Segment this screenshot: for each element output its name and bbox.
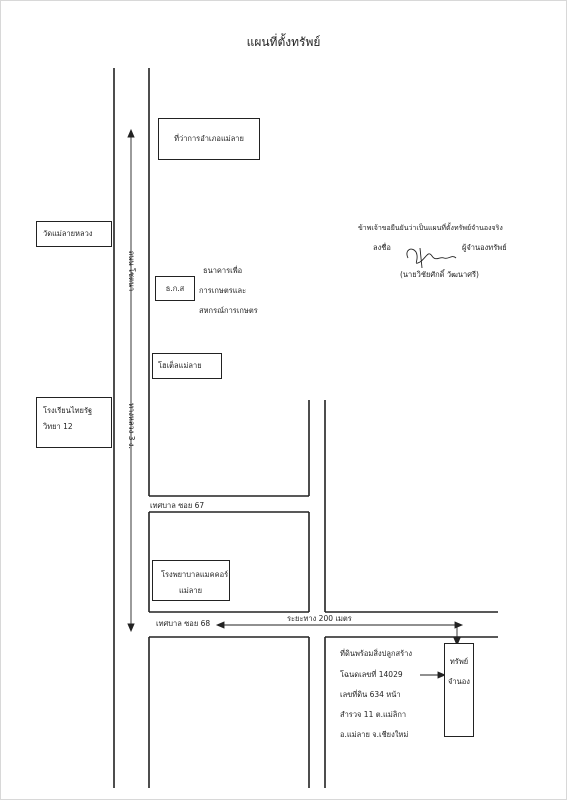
district-office-box: ที่ว่าการอำเภอแม่ลาย	[158, 118, 260, 160]
baac-box: ธ.ก.ส	[155, 276, 195, 301]
school-line2: วิทยา 12	[43, 422, 73, 431]
vertical-arrow-head-top	[127, 128, 135, 138]
cert-line3: (นายวิชัยศักดิ์ วัฒนาศรี)	[400, 270, 479, 279]
school-box: โรงเรียนไทยรัฐ วิทยา 12	[36, 397, 112, 448]
distance-label: ระยะทาง 200 เมตร	[287, 614, 352, 623]
hospital-box: โรงพยาบาลแมคคอร์ แม่ลาย	[152, 560, 230, 601]
hospital-line2: แม่ลาย	[179, 586, 202, 595]
elbow-arrow-head	[453, 637, 461, 647]
distance-arrow-head-right	[454, 621, 464, 629]
road-vertical-b-label: ทางหลวง 3 ง.	[127, 403, 136, 449]
cert-line2-b: ผู้จำนองทรัพย์	[462, 243, 507, 252]
property-line1: ทรัพย์	[449, 657, 469, 666]
map-title: แผนที่ตั้งทรัพย์	[246, 35, 321, 49]
property-line2: จำนอง	[448, 677, 470, 686]
desc-line2: โฉนดเลขที่ 14029	[340, 670, 403, 679]
desc-line1: ที่ดินพร้อมสิ่งปลูกสร้าง	[340, 649, 412, 658]
temple-left-label: วัดแม่ลายหลวง	[43, 229, 93, 238]
soi-68-label: เทศบาล ซอย 68	[156, 619, 211, 628]
signature-scribble	[406, 247, 457, 269]
vertical-arrow-head-bottom	[127, 623, 135, 633]
cert-line1: ข้าพเจ้าขอยืนยันว่าเป็นแผนที่ตั้งทรัพย์จ…	[358, 224, 503, 232]
desc-arrow-head	[437, 671, 447, 679]
desc-line4: สำรวจ 11 ต.แม่ลิกา	[340, 710, 407, 719]
road-vertical-a-label: ถนน โชตนา	[127, 250, 136, 292]
hotel-box: โฮเต็ลแม่ลาย	[152, 353, 222, 379]
desc-line3: เลขที่ดิน 634 หน้า	[340, 690, 401, 699]
school-line1: โรงเรียนไทยรัฐ	[43, 406, 93, 415]
distance-arrow-head-left	[215, 621, 225, 629]
baac-line2: การเกษตรและ	[199, 286, 247, 295]
soi-67-label: เทศบาล ซอย 67	[150, 501, 205, 510]
baac-line1: ธนาคารเพื่อ	[203, 266, 243, 275]
baac-line3: สหกรณ์การเกษตร	[199, 306, 258, 315]
hotel-label: โฮเต็ลแม่ลาย	[158, 361, 202, 370]
district-office-label: ที่ว่าการอำเภอแม่ลาย	[174, 134, 244, 143]
baac-code-label: ธ.ก.ส	[165, 283, 185, 293]
property-box: ทรัพย์ จำนอง	[444, 643, 474, 737]
hospital-line1: โรงพยาบาลแมคคอร์	[161, 570, 229, 579]
temple-left-box: วัดแม่ลายหลวง	[36, 221, 112, 247]
desc-line5: อ.แม่ลาย จ.เชียงใหม่	[340, 730, 409, 739]
cert-line2-a: ลงชื่อ	[373, 243, 391, 252]
